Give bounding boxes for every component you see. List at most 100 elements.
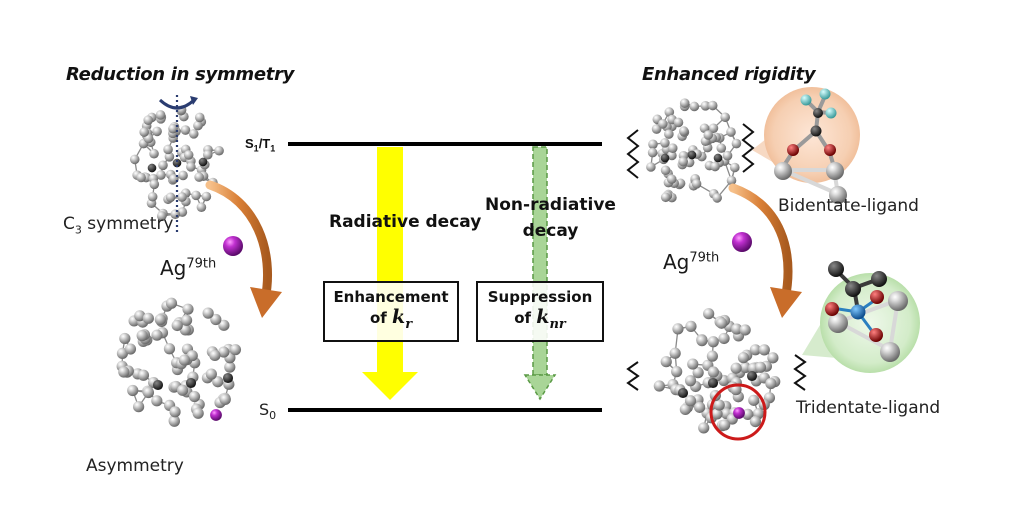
silver-atom [673, 117, 684, 128]
silver-atom [669, 347, 681, 359]
ag-79th-label-left: Ag79th [160, 256, 217, 280]
tridentate-ligand-inset [802, 261, 920, 373]
silver-atom [149, 148, 159, 159]
silver-atom [136, 172, 146, 183]
silver-atom [672, 323, 684, 335]
silver-atom [700, 101, 711, 111]
ag-dopant-atom-left [223, 236, 243, 256]
silver-atom [754, 361, 767, 373]
core-atom [713, 153, 723, 163]
silver-atom [689, 101, 700, 112]
silver-atom [155, 110, 166, 120]
core-atom [152, 379, 164, 391]
silver-atom [737, 352, 750, 364]
silver-atom [202, 149, 213, 160]
silver-atom [147, 191, 158, 202]
silver-atom [678, 156, 688, 167]
silver-atom [209, 349, 221, 362]
silver-atom [176, 384, 189, 396]
silver-atom [168, 123, 178, 134]
silver-atom [194, 112, 205, 123]
silver-atom [156, 211, 167, 221]
silver-atom [119, 332, 131, 345]
silver-atom [214, 145, 224, 156]
silver-atom [192, 407, 204, 419]
silver-atom [165, 192, 176, 203]
silver-atom [703, 130, 714, 140]
silver-atom [684, 395, 697, 407]
silver-atom [205, 368, 217, 380]
ag-79th-label-right: Ag79th [663, 250, 720, 274]
silver-atom [658, 119, 668, 129]
silver-atom [188, 390, 201, 403]
silver-atom [719, 419, 731, 431]
asymmetry-label: Asymmetry [86, 456, 184, 476]
silver-atom [127, 384, 139, 397]
silver-atom [716, 317, 728, 329]
silver-atom [158, 160, 168, 171]
silver-atom [201, 191, 212, 202]
silver-atom [156, 170, 166, 180]
nonradiative-decay-arrow [523, 146, 557, 401]
bidentate-ligand-inset [752, 87, 860, 204]
silver-atom [647, 147, 658, 158]
highlight-ring [709, 383, 767, 441]
silver-atom [646, 162, 656, 172]
silver-atom [664, 129, 674, 139]
silver-atom [165, 297, 178, 309]
silver-atom [134, 310, 146, 322]
silver-atom [118, 366, 130, 378]
suppression-knr-box: Suppression of knr [476, 281, 604, 342]
silver-atom [696, 335, 708, 347]
silver-atom [180, 314, 193, 326]
silver-atom [691, 179, 702, 189]
silver-atom [136, 330, 148, 342]
silver-atom [667, 143, 678, 154]
silver-atom [180, 125, 191, 135]
silver-atom [707, 100, 718, 111]
silver-atom [168, 415, 180, 427]
silver-atom [178, 354, 191, 366]
silver-atom [178, 170, 188, 181]
s1-t1-level-label: S1/T1 [245, 136, 276, 154]
silver-atom [710, 161, 720, 172]
rotation-arrowhead-icon [190, 96, 198, 105]
silver-atom [163, 343, 176, 355]
silver-atom [224, 361, 236, 373]
silver-atom [765, 377, 777, 390]
c3-symmetric-cluster [129, 105, 224, 221]
silver-atom [151, 329, 163, 341]
silver-atom [671, 366, 683, 378]
silver-atom [193, 120, 203, 131]
silver-atom [726, 127, 736, 137]
silver-atom [660, 356, 672, 368]
silver-atom [716, 143, 727, 153]
silver-atom [687, 358, 699, 370]
silver-atom [767, 352, 779, 364]
silver-atom [191, 190, 201, 201]
silver-atom [218, 346, 230, 358]
silver-atom [707, 366, 720, 378]
silver-atom [679, 403, 691, 416]
silver-atom [660, 138, 670, 148]
silver-atom [149, 179, 160, 190]
asymmetric-cluster [116, 297, 242, 427]
silver-atom [164, 152, 175, 162]
silver-atom [731, 323, 743, 335]
silver-atom [707, 336, 719, 348]
silver-atom [692, 367, 704, 379]
silver-atom [137, 369, 150, 381]
silver-atom [653, 380, 665, 392]
silver-atom [664, 107, 675, 117]
silver-atom [679, 98, 690, 108]
silver-atom [210, 313, 222, 326]
silver-atom [660, 165, 671, 176]
core-atom [707, 377, 719, 389]
silver-atom [706, 350, 719, 362]
enhancement-kr-box: Enhancement of kr [323, 281, 459, 342]
left-transition-arrow [205, 180, 282, 318]
silver-atom [143, 115, 154, 125]
core-atom [660, 153, 670, 163]
core-atom [677, 387, 689, 399]
silver-atom [133, 401, 145, 413]
